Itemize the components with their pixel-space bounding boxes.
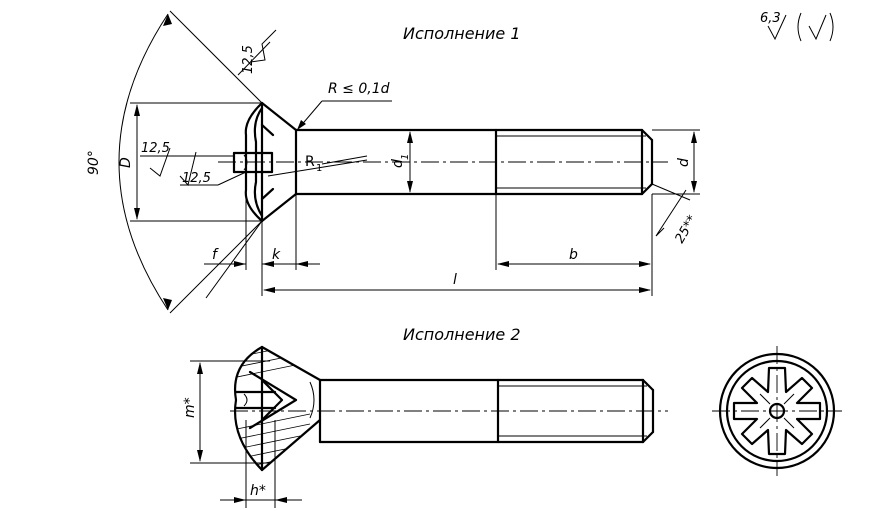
m-label: m* — [182, 397, 198, 418]
thread-diameter-label: d — [676, 158, 692, 167]
radius-note-label: R ≤ 0,1d — [328, 81, 390, 97]
roughness-symbol: 6,3 — [760, 11, 834, 42]
fillet-radius-label: R — [305, 154, 315, 170]
head-diameter-dimension: D — [118, 102, 262, 222]
head-diameter-label: D — [118, 157, 134, 168]
chamfer-roughness: 12,5 — [237, 29, 277, 76]
chamfer-roughness-label: 12,5 — [241, 45, 256, 74]
slot-roughness: 12,5 12,5 — [140, 141, 247, 187]
view-1: Исполнение 1 6,3 — [86, 10, 834, 314]
h-label: h* — [250, 483, 266, 499]
view-1-title: Исполнение 1 — [403, 24, 521, 43]
shank-diameter-sub: 1 — [400, 154, 411, 160]
radius-note: R ≤ 0,1d — [297, 81, 392, 130]
l-label: l — [453, 272, 457, 288]
slot-roughness-label-1: 12,5 — [141, 141, 170, 156]
angle-label: 90° — [86, 150, 102, 175]
b-dimension: b — [495, 194, 653, 296]
slot-roughness-label-2: 12,5 — [182, 171, 211, 186]
angle-dimension: 90° — [86, 10, 263, 314]
screw-head-section — [234, 345, 322, 472]
f-dimension: f — [204, 190, 274, 270]
fillet-radius-sub: 1 — [316, 163, 322, 174]
k-label: k — [272, 247, 281, 263]
l-dimension: l — [263, 272, 651, 293]
head-projection-line — [205, 220, 263, 299]
k-dimension: k — [261, 194, 320, 296]
roughness-value: 6,3 — [760, 11, 781, 26]
b-label: b — [569, 247, 578, 263]
end-roughness: 25** — [651, 183, 700, 246]
view-2: Исполнение 2 — [182, 325, 842, 508]
fillet-radius: R 1 — [267, 154, 368, 177]
view-2-title: Исполнение 2 — [403, 325, 521, 344]
screw-shank — [294, 128, 654, 196]
h-dimension: h* — [220, 420, 302, 508]
shank-diameter-dimension: d 1 — [390, 131, 413, 193]
head-end-view — [712, 346, 842, 476]
m-dimension: m* — [182, 360, 270, 464]
end-roughness-label: 25** — [672, 212, 700, 246]
shank-diameter-label: d — [390, 159, 406, 168]
f-label: f — [212, 247, 219, 263]
